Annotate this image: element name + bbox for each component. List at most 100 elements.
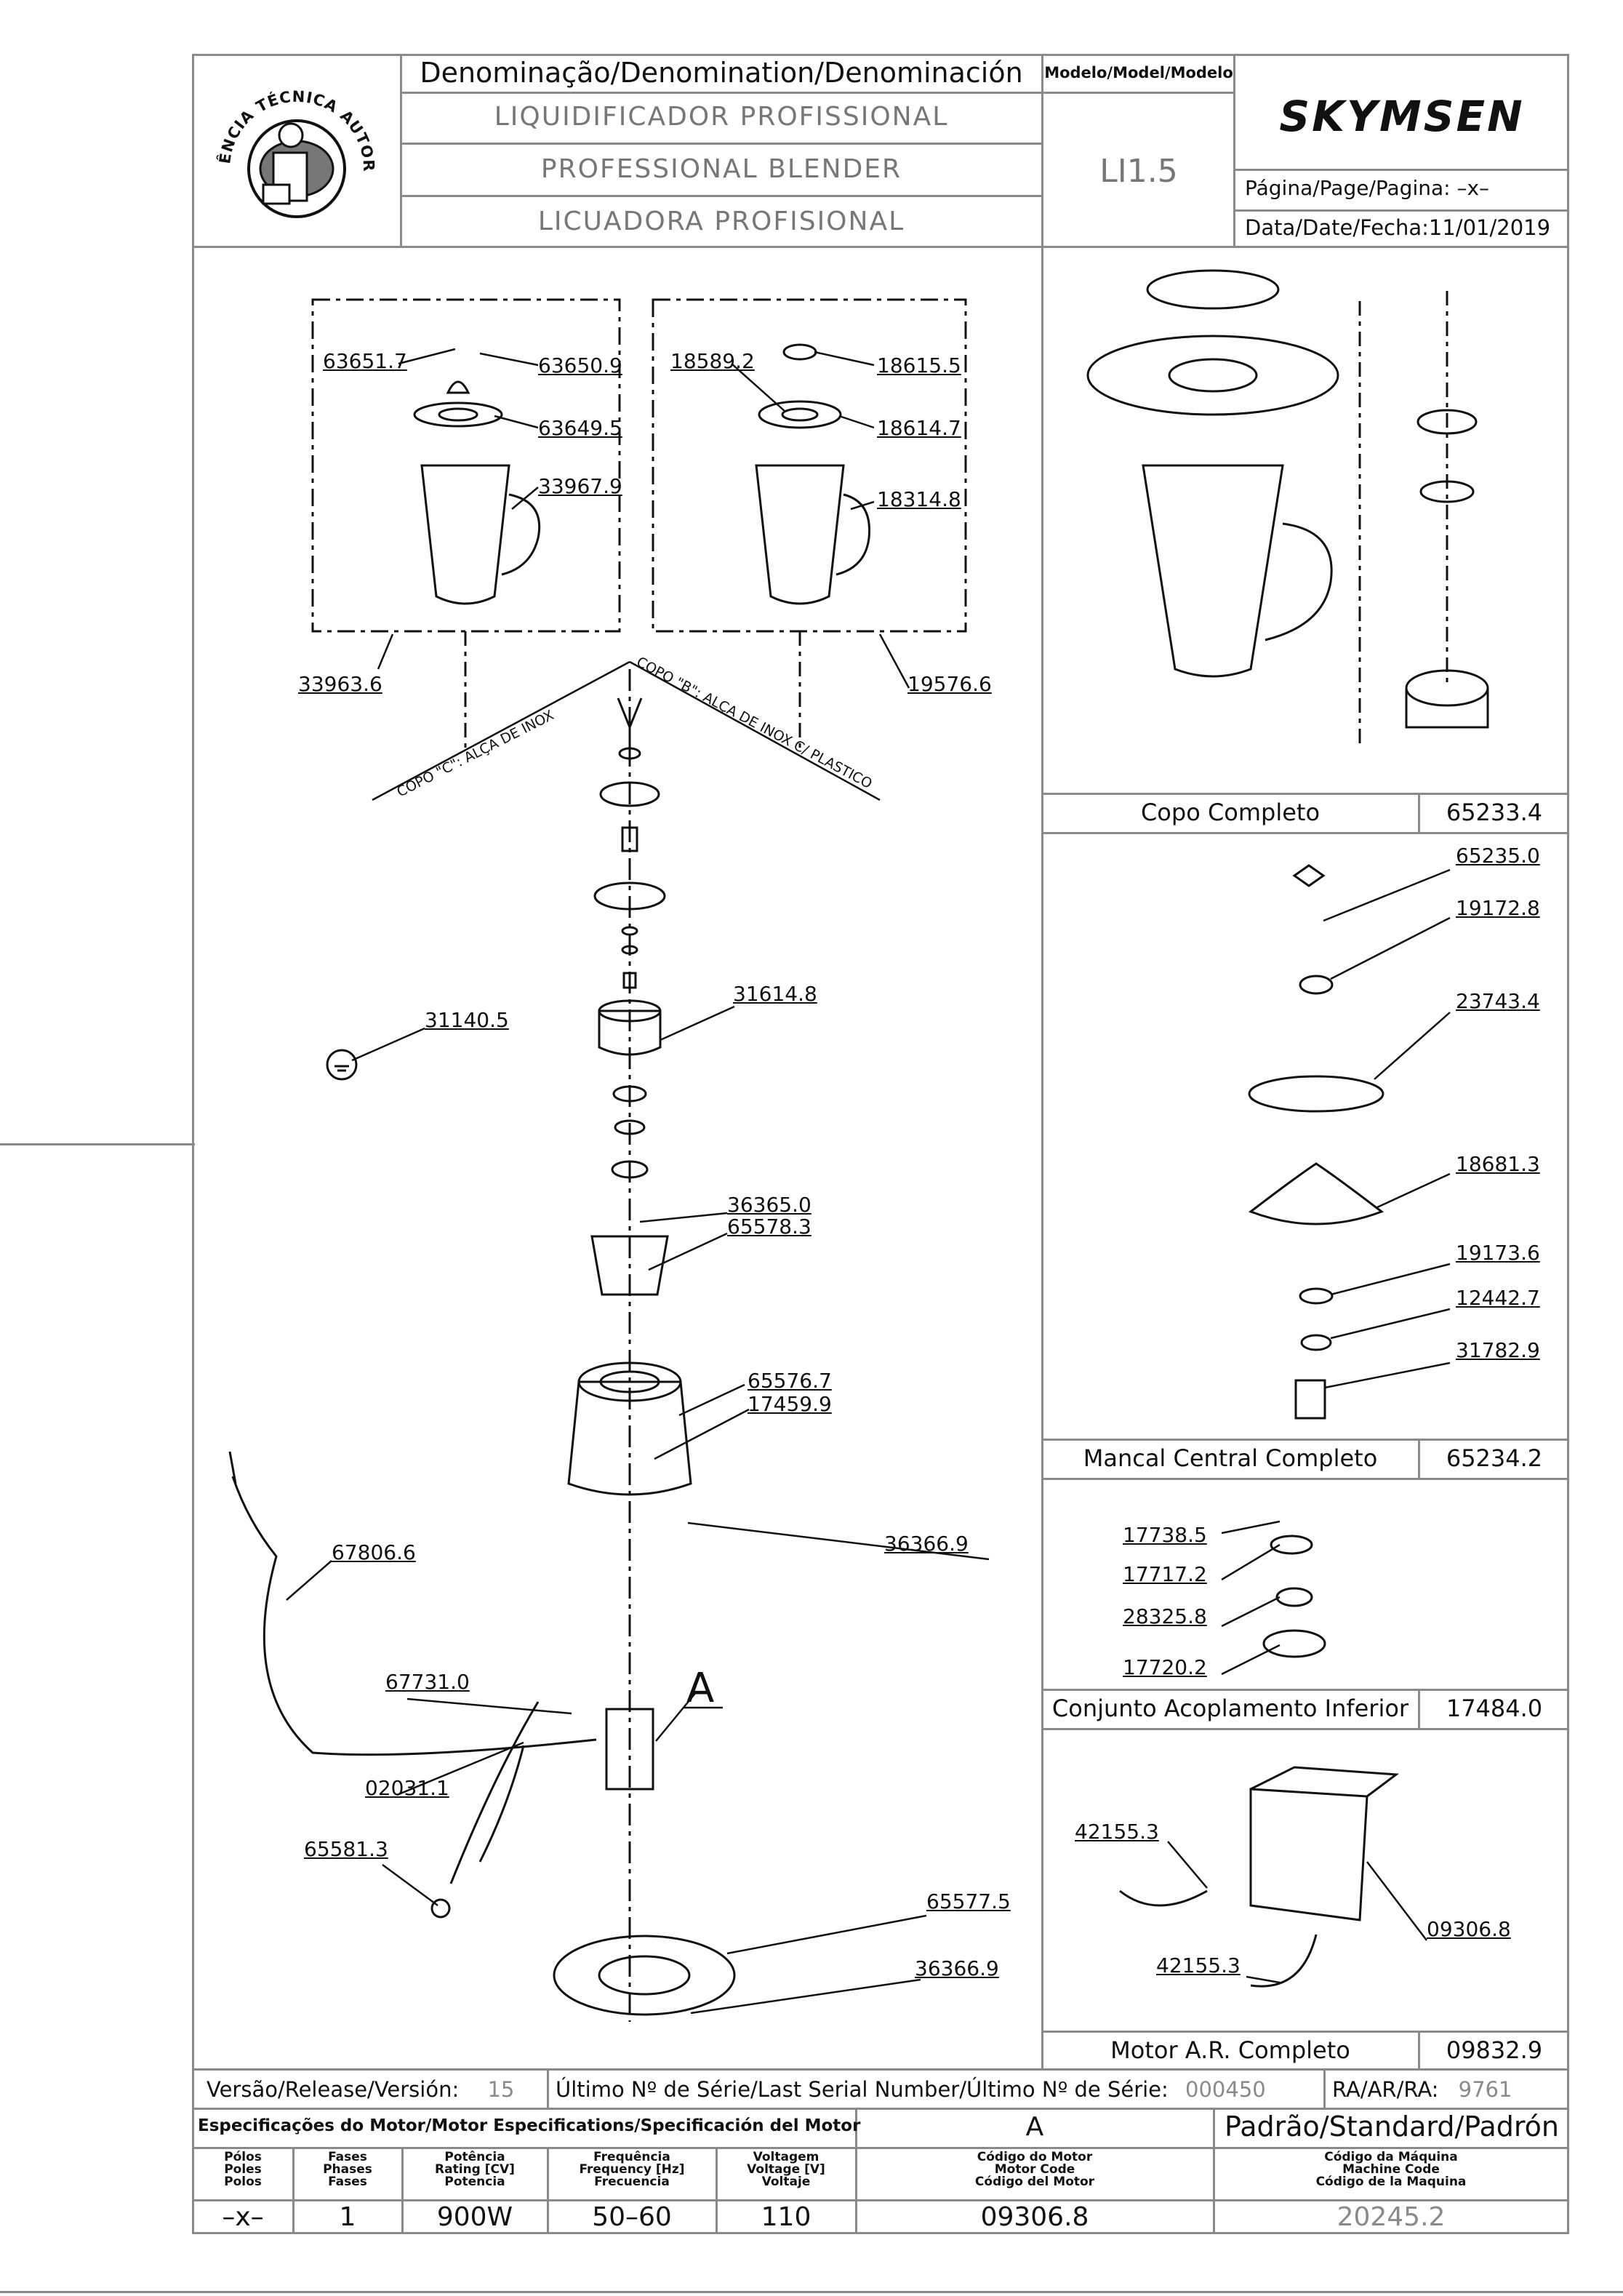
motor-caption-top [1041, 2031, 1569, 2033]
page-label-text: Página/Page/Pagina: [1245, 176, 1451, 200]
assembly-name-copo: Copo Completo [1140, 799, 1321, 826]
assembly-code-mancal: 65234.2 [1446, 1444, 1543, 1472]
part-label: 65576.7 [748, 1369, 832, 1393]
part-label: 42155.3 [1075, 1820, 1159, 1844]
serial-label-text: Último Nº de Série/Last Serial Number/Úl… [556, 2077, 1169, 2102]
part-label: 18314.8 [877, 487, 961, 511]
part-label: 36366.9 [884, 1532, 969, 1556]
serial-label: Último Nº de Série/Last Serial Number/Úl… [556, 2077, 1266, 2102]
footer-split-col2 [401, 2147, 404, 2234]
date-label: Data/Date/Fecha:11/01/2019 [1245, 215, 1550, 240]
part-label: 12442.7 [1456, 1286, 1540, 1310]
header-col-1 [400, 54, 402, 247]
part-label: 63651.7 [323, 349, 407, 373]
assembly-name-motor: Motor A.R. Completo [1110, 2036, 1350, 2064]
acoplamento-caption-top [1041, 1689, 1569, 1691]
footer-split-ra [1323, 2068, 1326, 2109]
part-label: 65235.0 [1456, 844, 1540, 868]
spec-header-phases: Fases Phases Fases [323, 2150, 372, 2189]
footer-split-spec-a [855, 2108, 857, 2234]
part-label: 19173.6 [1456, 1241, 1540, 1265]
part-label: 09306.8 [1427, 1917, 1511, 1941]
part-label: 23743.4 [1456, 989, 1540, 1013]
footer-split-version [547, 2068, 549, 2109]
ra-value: 9761 [1458, 2077, 1512, 2102]
ra-label: RA/AR/RA: 9761 [1332, 2077, 1512, 2102]
part-label: 33967.9 [538, 474, 622, 498]
part-label: 31614.8 [733, 982, 817, 1006]
version-label: Versão/Release/Versión: 15 [207, 2077, 514, 2102]
assembly-code-motor: 09832.9 [1446, 2036, 1543, 2064]
copo-caption-split [1418, 793, 1420, 833]
header-model-rule [1041, 92, 1235, 94]
date-label-text: Data/Date/Fecha: [1245, 215, 1429, 240]
page-value: –x– [1456, 176, 1490, 200]
spec-value-frequency: 50–60 [592, 2202, 672, 2232]
spec-header-rating: Potência Rating [CV] Potencia [435, 2150, 515, 2189]
spec-header-poles: Pólos Poles Polos [224, 2150, 262, 2189]
motor-caption-split [1418, 2031, 1420, 2070]
header-bottom-rule [192, 246, 1569, 248]
footer-rule-3 [192, 2147, 1569, 2149]
version-value: 15 [487, 2077, 515, 2102]
right-column-divider [1041, 246, 1043, 2070]
part-label: 19172.8 [1456, 896, 1540, 920]
serial-value: 000450 [1185, 2077, 1266, 2102]
part-label: 17717.2 [1123, 1562, 1207, 1586]
footer-split-standard [1213, 2108, 1215, 2234]
footer-split-col4 [716, 2147, 718, 2234]
header-page-rule [1233, 209, 1569, 212]
denomination-label: Denominação/Denomination/Denominación [420, 57, 1023, 89]
part-label: 67806.6 [332, 1540, 416, 1564]
part-label: 17720.2 [1123, 1655, 1207, 1679]
part-label: 36365.0 [727, 1193, 812, 1217]
part-label: 36366.9 [915, 1956, 999, 1980]
part-label: 65581.3 [304, 1837, 388, 1861]
part-label: 18615.5 [877, 353, 961, 377]
page-left-border [0, 1143, 195, 1145]
page-bottom-border [0, 2291, 1623, 2293]
part-label: 63649.5 [538, 416, 622, 440]
header-row-3 [400, 195, 1043, 197]
model-label: Modelo/Model/Modelo [1044, 64, 1233, 81]
date-value: 11/01/2019 [1428, 215, 1551, 240]
footer-split-col3 [547, 2147, 549, 2234]
mancal-caption-split [1418, 1439, 1420, 1479]
spec-value-rating: 900W [436, 2202, 513, 2232]
copo-caption-bottom [1041, 832, 1569, 834]
assembly-name-mancal: Mancal Central Completo [1083, 1444, 1378, 1472]
part-label: 28325.8 [1123, 1604, 1207, 1628]
header-col-3 [1233, 54, 1235, 247]
spec-header-motor-code: Código do Motor Motor Code Código del Mo… [974, 2150, 1095, 2189]
mancal-caption-top [1041, 1439, 1569, 1441]
copo-caption-top [1041, 793, 1569, 795]
part-label: 65577.5 [926, 1889, 1011, 1913]
acoplamento-caption-bottom [1041, 1728, 1569, 1730]
mancal-caption-bottom [1041, 1478, 1569, 1480]
part-label: 18614.7 [877, 416, 961, 440]
part-label: 67731.0 [385, 1670, 470, 1694]
part-label: 31140.5 [425, 1008, 509, 1032]
spec-value-phases: 1 [339, 2202, 356, 2232]
part-label: 33963.6 [298, 672, 382, 696]
part-label: 02031.1 [365, 1776, 449, 1800]
ra-label-text: RA/AR/RA: [1332, 2077, 1439, 2102]
footer-split-col1 [292, 2147, 294, 2234]
spec-value-machine-code: 20245.2 [1337, 2202, 1446, 2232]
assembly-name-acoplamento: Conjunto Acoplamento Inferior [1051, 1695, 1409, 1722]
footer-rule-1 [192, 2068, 1569, 2071]
part-label: 17738.5 [1123, 1523, 1207, 1547]
part-label: 18589.2 [670, 349, 755, 373]
assembly-code-copo: 65233.4 [1446, 799, 1543, 826]
part-label: 18681.3 [1456, 1152, 1540, 1176]
brand-logo: SKYMSEN [1279, 92, 1525, 141]
motor-spec-value: A [1025, 2112, 1044, 2142]
product-name-en: PROFESSIONAL BLENDER [540, 154, 902, 184]
spec-header-voltage: Voltagem Voltage [V] Voltaje [747, 2150, 825, 2189]
spec-value-poles: –x– [222, 2202, 264, 2232]
product-name-es: LICUADORA PROFISIONAL [537, 207, 905, 236]
header-row-1 [400, 92, 1043, 94]
part-label: 31782.9 [1456, 1338, 1540, 1362]
motor-spec-label: Especificações do Motor/Motor Especifica… [198, 2116, 861, 2135]
spec-header-frequency: Frequência Frequency [Hz] Frecuencia [579, 2150, 685, 2189]
